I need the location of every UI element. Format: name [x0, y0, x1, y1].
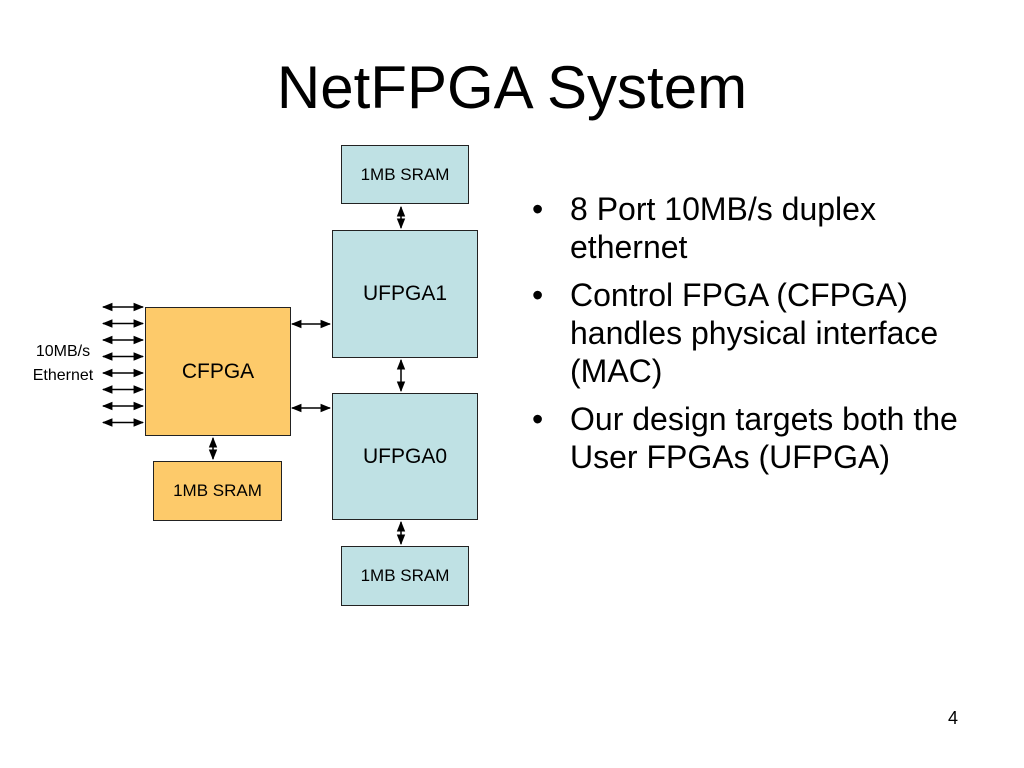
sram-bottom-box: 1MB SRAM: [341, 546, 469, 606]
bullet-symbol: •: [532, 277, 544, 313]
ufpga0-box: UFPGA0: [332, 393, 478, 520]
bullet-item: • 8 Port 10MB/s duplex ethernet: [526, 190, 996, 266]
bullet-symbol: •: [532, 191, 544, 227]
ethernet-port-arrows: [101, 302, 145, 427]
cfpga-label: CFPGA: [181, 359, 255, 383]
cfpga-box: CFPGA: [145, 307, 291, 436]
ufpga0-label: UFPGA0: [362, 444, 448, 468]
slide-title: NetFPGA System: [276, 54, 748, 121]
sram-cfpga-label: 1MB SRAM: [173, 481, 262, 500]
bullet-item: • Our design targets both the User FPGAs…: [526, 400, 996, 476]
ufpga1-label: UFPGA1: [362, 282, 448, 305]
sram-top-label: 1MB SRAM: [360, 164, 450, 184]
ethernet-label-type: Ethernet: [32, 367, 94, 384]
bullet-item: • Control FPGA (CFPGA) handles physical …: [526, 276, 996, 390]
bullet-list: • 8 Port 10MB/s duplex ethernet • Contro…: [526, 190, 996, 486]
bullet-text: Control FPGA (CFPGA) handles physical in…: [570, 277, 939, 389]
sram-bottom-label: 1MB SRAM: [360, 566, 450, 585]
sram-top-box: 1MB SRAM: [341, 145, 469, 204]
ethernet-label-speed: 10MB/s: [35, 343, 91, 360]
sram-cfpga-box: 1MB SRAM: [153, 461, 282, 521]
ethernet-label: 10MB/s Ethernet: [22, 340, 104, 388]
ufpga1-box: UFPGA1: [332, 230, 478, 358]
page-number: 4: [948, 708, 959, 728]
bullet-text: 8 Port 10MB/s duplex ethernet: [570, 191, 876, 265]
bullet-symbol: •: [532, 401, 544, 437]
bullet-text: Our design targets both the User FPGAs (…: [570, 401, 958, 475]
